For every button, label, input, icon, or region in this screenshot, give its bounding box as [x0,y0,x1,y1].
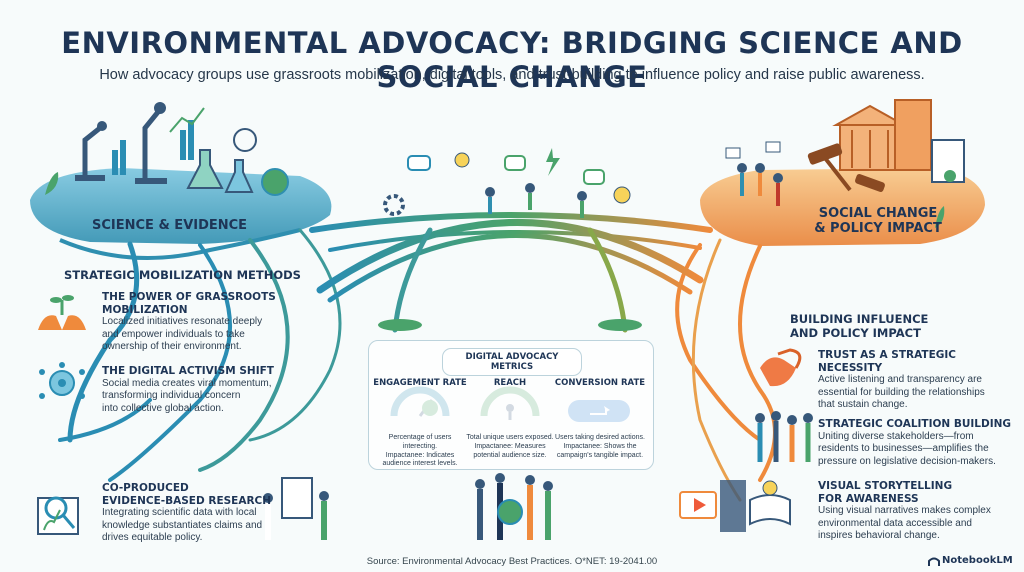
handshake-icon [760,348,802,387]
influence-desc: residents to businesses—amplifies the [818,443,989,455]
method-desc: Social media creates viral momentum, [102,377,272,389]
influence-desc: inspires behavioral change. [818,530,940,542]
influence-heading-line1: BUILDING INFLUENCE [790,312,929,326]
influence-desc: environmental data accessible and [818,517,972,529]
method-desc: and empower individuals to take [102,328,245,340]
leaf-icon [45,172,59,195]
source-note: Source: Environmental Advocacy Best Prac… [366,556,658,567]
coalition-group-icon [755,411,813,462]
method-title: THE POWER OF GRASSROOTS [102,291,276,303]
hands-seedling-icon [38,295,86,330]
metric-desc-line: Impactanee: Shows the [563,442,637,450]
metric-engagement-desc: Percentage of users interecting. Impacta… [372,434,468,469]
flask-icon [186,149,254,193]
notebooklm-logo-icon [928,557,940,566]
method-desc: Localized initiatives resonate deeply [102,316,263,328]
influence-heading-line2: AND POLICY IMPACT [790,326,921,341]
influence-title: STRATEGIC COALITION BUILDING [818,418,1012,430]
metric-desc-line: Percentage of users interecting. [388,434,452,450]
influence-title: TRUST AS A STRATEGIC NECESSITY [818,349,956,374]
metric-desc-line: Impactanee: Indicates [385,451,455,459]
gavel-icon [807,143,885,192]
method-title: THE DIGITAL ACTIVISM SHIFT [102,365,274,377]
microscope-icon [75,121,107,181]
method-grassroots: THE POWER OF GRASSROOTS MOBILIZATION Loc… [102,291,322,354]
certificate-icon [931,139,965,183]
metric-reach-desc: Total unique users exposed. Impactanee: … [462,434,558,460]
method-desc: ownership of their environment. [102,341,242,353]
people-collaborating-icon [485,183,587,218]
policy-label-line1: SOCIAL CHANGE [818,206,938,221]
science-island [30,102,332,260]
influence-coalition: STRATEGIC COALITION BUILDING Uniting div… [818,418,1018,468]
influence-desc: pressure on legislative decision-makers. [818,455,996,467]
bar-chart-icon [112,120,194,175]
method-desc: drives equitable policy. [102,532,203,544]
brand-label: NotebookLM [942,555,1013,566]
influence-desc: Using visual narratives makes complex [818,505,991,517]
influence-storytelling: VISUAL STORYTELLING FOR AWARENESS Using … [818,480,1018,543]
government-building-icon [832,99,932,171]
methods-heading: STRATEGIC MOBILIZATION METHODS [64,268,301,282]
method-desc: knowledge substantiates claims and [102,519,263,531]
magnifier-chart-icon [37,496,79,535]
metric-conversion-desc: Users taking desired actions. Impactanee… [552,434,648,460]
metrics-title: DIGITAL ADVOCACY METRICS [442,348,582,376]
protesters-icon [725,141,783,206]
method-title: MOBILIZATION [102,303,188,316]
lightbulb-icon [454,152,631,204]
influence-desc: Active listening and transparency are [818,374,982,386]
method-desc: transforming individual concern [102,390,241,402]
method-digital-activism: THE DIGITAL ACTIVISM SHIFT Social media … [102,365,322,415]
policy-island [700,99,985,246]
vine-roots [58,228,777,502]
lightning-icon [546,148,560,176]
method-title: EVIDENCE-BASED RESEARCH [102,494,272,507]
method-co-produced-research: CO-PRODUCED EVIDENCE-BASED RESEARCH Inte… [102,482,322,545]
influence-title: FOR AWARENESS [818,492,919,505]
page-title: ENVIRONMENTAL ADVOCACY: BRIDGING SCIENCE… [61,26,963,94]
influence-desc: Uniting diverse stakeholders—from [818,430,974,442]
trend-line-icon [169,107,205,133]
metric-conversion-label: CONVERSION RATE [554,378,646,388]
influence-trust: TRUST AS A STRATEGIC NECESSITY Active li… [818,349,1018,412]
network-icon [39,362,85,399]
metric-desc-line: Total unique users exposed. [466,434,554,441]
chat-bubble-icon [407,155,605,185]
metric-engagement-label: ENGAGEMENT RATE [373,378,467,388]
vine-bridge [309,212,713,333]
plant-icon [935,206,945,228]
metric-desc-line: Impactanee: Measures [474,442,546,450]
metric-reach-label: REACH [493,378,527,388]
storytelling-icon [679,480,791,532]
influence-heading: BUILDING INFLUENCE AND POLICY IMPACT [790,312,970,341]
gear-icon [383,194,405,216]
metric-desc-line: audience interest levels. [382,460,458,468]
globe-icon [233,128,289,196]
page-subtitle: How advocacy groups use grassroots mobil… [99,67,925,83]
metric-desc-line: Users taking desired actions. [555,434,645,441]
policy-label-line2: & POLICY IMPACT [814,220,942,236]
science-island-label: SCIENCE & EVIDENCE [92,218,248,233]
influence-desc: essential for building the relationships [818,386,985,398]
researchers-icon [263,477,329,540]
policy-island-label: SOCIAL CHANGE & POLICY IMPACT [808,206,948,237]
coalition-people-icon [475,473,553,540]
microscope-icon [135,102,167,184]
metric-desc-line: campaign's tangible impact. [556,451,644,459]
method-desc: Integrating scientific data with local [102,507,257,519]
influence-desc: that sustain change. [818,399,908,411]
method-desc: into collective global action. [102,402,224,414]
method-title: CO-PRODUCED [102,482,189,494]
metric-desc-line: potential audience size. [473,451,547,459]
influence-title: VISUAL STORYTELLING [818,480,953,492]
